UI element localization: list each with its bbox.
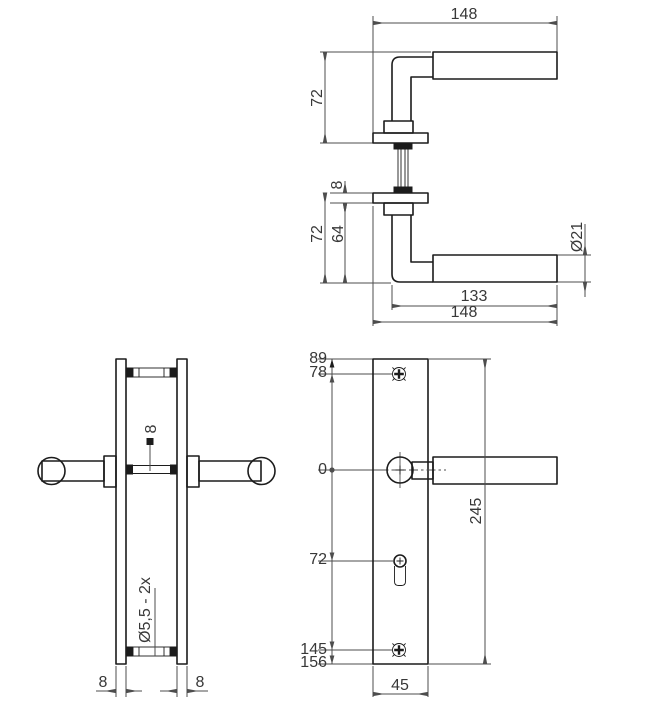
handle-neck-inner [410,76,433,121]
dim-height-top: 72 [309,89,326,107]
handle-grip [432,254,558,283]
handle-bar [41,460,105,482]
arrow-up-78 [329,374,335,383]
arrow-down-145 [329,641,335,650]
dim-plate-top: 89 [309,350,327,367]
handle-collar [186,455,200,488]
dim-plate-width: 45 [391,677,409,694]
label-spindle: 8 [143,424,160,471]
handle-grip [432,456,558,485]
dim-screw-bottom: 145 [300,641,327,658]
spindle-nut-bottom [393,186,413,193]
handle-grip [432,51,558,80]
dim-plate-bottom: 156 [300,654,327,671]
connecting-screw-bottom [126,646,177,657]
dimensions-plate-thickness: 8 8 [96,666,208,697]
handle-neck-inner [410,215,433,263]
spindle-through [126,464,177,475]
arrow-down-156 [329,655,335,664]
dim-screw-top: 78 [309,364,327,381]
dimension-plate-height: 245 [428,358,491,665]
label-screw-holes: Ø5,5 - 2x [137,577,156,656]
arrow-up-89 [329,359,335,368]
backplate-left [115,358,127,665]
view-handle-pair-side: 148 72 8 72 64 Ø21 133 [309,6,591,326]
view-backplate-side: 8 Ø5,5 - 2x 8 8 [37,358,276,697]
handle-neck-outer [391,215,433,283]
dim-width-bottom: 148 [451,304,478,321]
handle-hub [374,452,558,488]
dim-spindle-size: 8 [143,424,160,433]
dim-height-bottom: 72 [309,225,326,243]
lever-handle-bottom [372,192,558,283]
screw-bottom [392,643,406,657]
dim-rose-thickness: 8 [329,180,346,189]
screw-top [392,367,406,381]
handle-left [37,455,117,488]
dimensions-handle-side: 148 72 8 72 64 Ø21 133 [309,6,591,326]
handle-right [186,455,276,488]
dim-height-inner: 64 [330,225,347,243]
dim-grip-diameter: Ø21 [569,222,586,252]
spindle-shaft [397,148,409,188]
arrow-down-72 [329,552,335,561]
dimensions-ordinate-chain: 89 78 0 72 145 156 [300,350,393,671]
dim-zero-level: 0 [318,461,327,478]
handle-neck-outer [391,56,433,121]
dim-grip-length: 133 [461,288,488,305]
handle-collar [383,202,414,216]
handle-collar [103,455,117,488]
handle-bar [198,460,262,482]
dim-keyhole-offset: 72 [309,551,327,568]
lever-handle-top [372,51,558,144]
handle-collar [383,120,414,134]
backplate [372,358,429,665]
handle-neck [411,461,434,480]
handle-end-cap [37,456,66,486]
square-spindle-symbol [146,438,154,445]
dim-plate-thickness-left: 8 [99,674,108,691]
zero-dot [329,467,335,473]
spindle-nut-top [393,143,413,150]
keyhole [393,554,407,586]
dim-screw-holes: Ø5,5 - 2x [137,577,154,643]
handle-end-cap [247,456,276,486]
rose [372,192,429,204]
dim-width-top: 148 [451,6,478,23]
dim-plate-height: 245 [468,498,485,525]
spindle [393,143,413,193]
hub-circle [386,456,414,484]
dim-plate-thickness-right: 8 [196,674,205,691]
keyhole-circle [393,554,407,568]
view-backplate-front: 89 78 0 72 145 156 [300,350,558,697]
connecting-screw-top [126,367,177,378]
backplate-right [176,358,188,665]
dimension-plate-width: 45 [372,666,429,697]
rose [372,132,429,144]
